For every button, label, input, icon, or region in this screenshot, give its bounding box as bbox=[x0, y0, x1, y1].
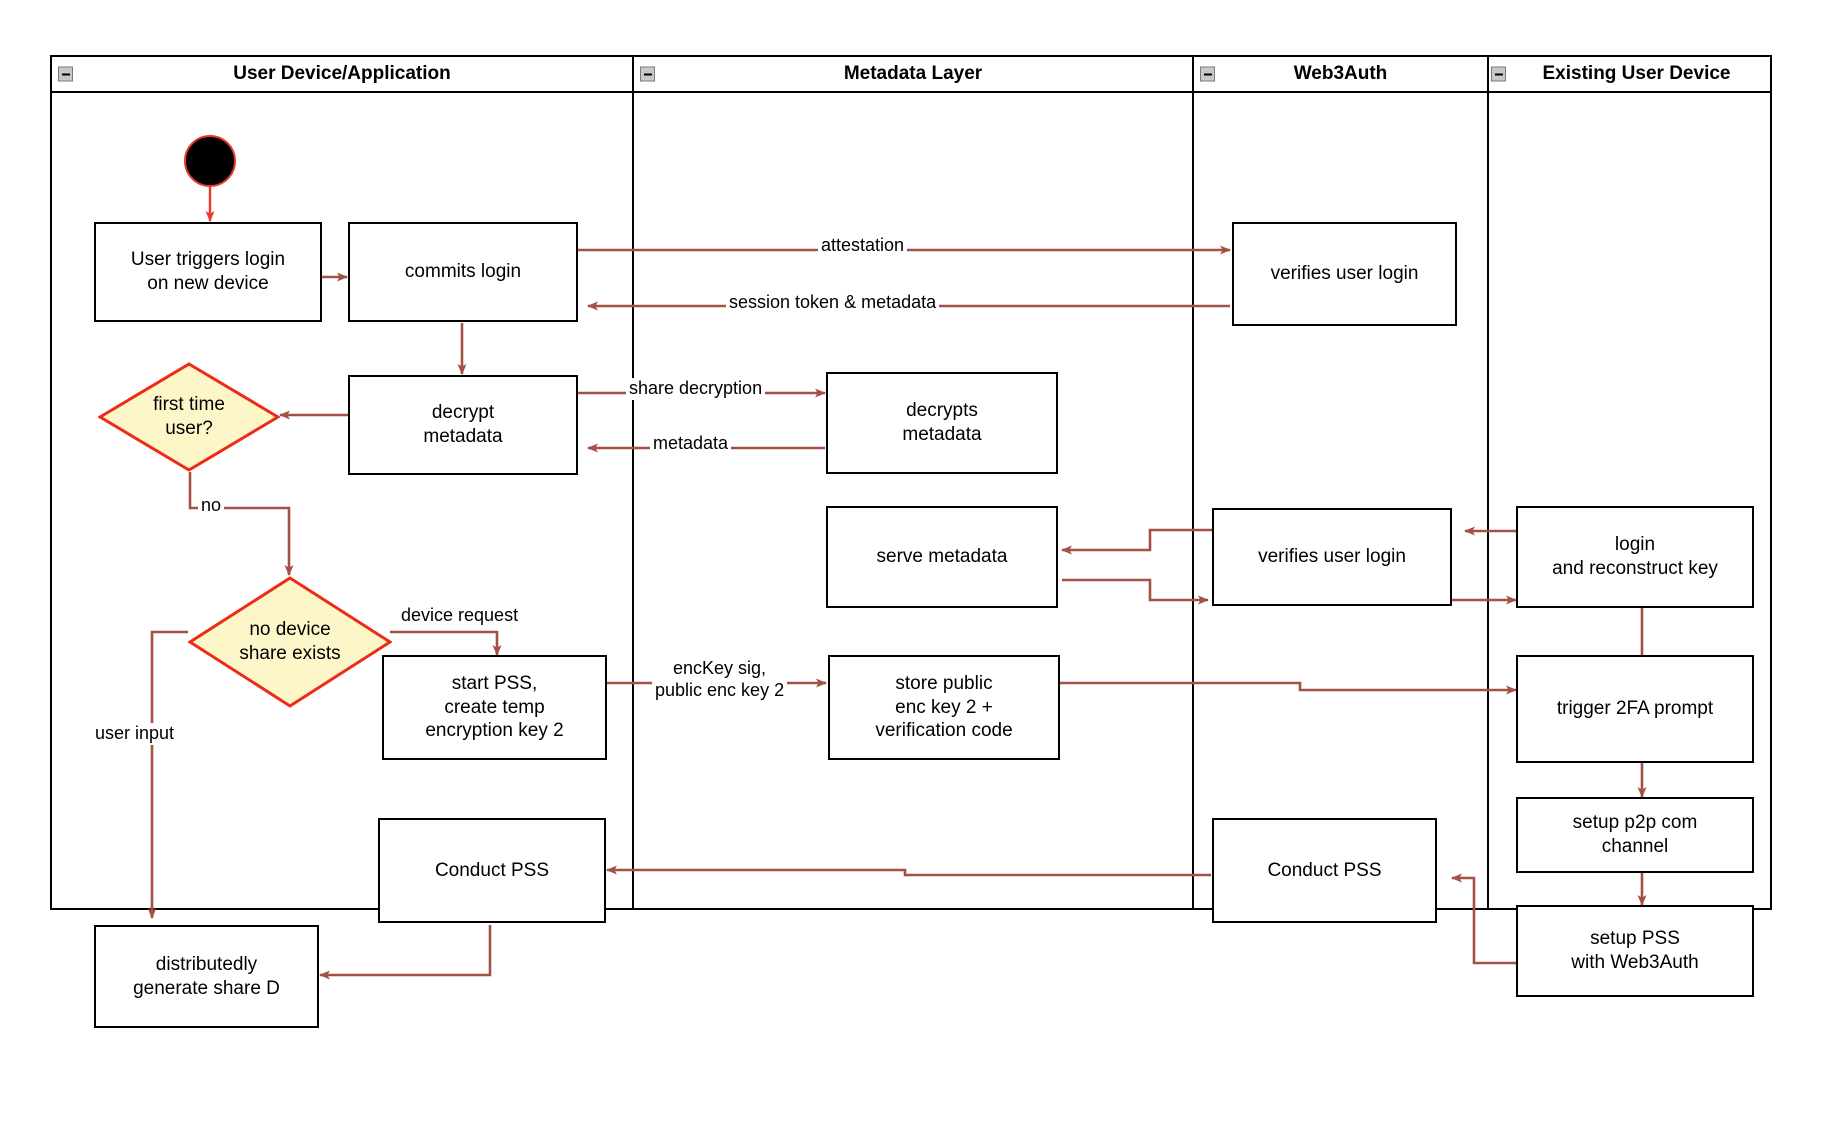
lane-header-web3auth[interactable]: Web3Auth bbox=[1192, 55, 1489, 93]
node-no-device-share-exists[interactable]: no device share exists bbox=[188, 576, 392, 708]
edge-label-user-input: user input bbox=[92, 723, 178, 745]
node-first-time-user[interactable]: first time user? bbox=[98, 362, 280, 472]
edge-label-device-request: device request bbox=[398, 605, 522, 627]
node-distributedly-generate-share-d[interactable]: distributedly generate share D bbox=[94, 925, 319, 1028]
diamond-shape bbox=[188, 576, 392, 708]
node-conduct-pss-web3auth[interactable]: Conduct PSS bbox=[1212, 818, 1437, 923]
minus-icon[interactable] bbox=[640, 66, 655, 82]
node-verifies-user-login-1[interactable]: verifies user login bbox=[1232, 222, 1457, 326]
lane-header-user-device[interactable]: User Device/Application bbox=[50, 55, 634, 93]
swimlane-frame bbox=[50, 55, 1772, 910]
lane-separator-2 bbox=[1192, 93, 1194, 910]
edge-label-no: no bbox=[198, 495, 225, 517]
node-conduct-pss-user[interactable]: Conduct PSS bbox=[378, 818, 606, 923]
node-trigger-2fa-prompt[interactable]: trigger 2FA prompt bbox=[1516, 655, 1754, 763]
node-start-pss[interactable]: start PSS, create temp encryption key 2 bbox=[382, 655, 607, 760]
node-decrypts-metadata[interactable]: decrypts metadata bbox=[826, 372, 1058, 474]
minus-icon[interactable] bbox=[58, 66, 73, 82]
lane-separator-1 bbox=[632, 93, 634, 910]
node-verifies-user-login-2[interactable]: verifies user login bbox=[1212, 508, 1452, 606]
lane-header-existing-device[interactable]: Existing User Device bbox=[1487, 55, 1772, 93]
lane-separator-3 bbox=[1487, 93, 1489, 910]
lane-title: Web3Auth bbox=[1293, 63, 1388, 84]
lane-title: User Device/Application bbox=[233, 63, 451, 84]
node-setup-p2p-channel[interactable]: setup p2p com channel bbox=[1516, 797, 1754, 873]
node-store-public-enc-key[interactable]: store public enc key 2 + verification co… bbox=[828, 655, 1060, 760]
edge-label-enckey-sig: encKey sig, public enc key 2 bbox=[652, 658, 788, 702]
start-node bbox=[184, 135, 236, 187]
minus-icon[interactable] bbox=[1200, 66, 1215, 82]
lane-title: Metadata Layer bbox=[843, 63, 983, 84]
node-decrypt-metadata[interactable]: decrypt metadata bbox=[348, 375, 578, 475]
diamond-shape bbox=[98, 362, 280, 472]
lane-header-metadata[interactable]: Metadata Layer bbox=[632, 55, 1194, 93]
node-serve-metadata[interactable]: serve metadata bbox=[826, 506, 1058, 608]
edge-label-share-decryption: share decryption bbox=[626, 378, 766, 400]
minus-icon[interactable] bbox=[1491, 66, 1506, 82]
node-login-reconstruct-key[interactable]: login and reconstruct key bbox=[1516, 506, 1754, 608]
node-commits-login[interactable]: commits login bbox=[348, 222, 578, 322]
node-setup-pss-with-web3auth[interactable]: setup PSS with Web3Auth bbox=[1516, 905, 1754, 997]
edge-label-metadata: metadata bbox=[650, 433, 732, 455]
node-user-triggers-login[interactable]: User triggers login on new device bbox=[94, 222, 322, 322]
edge-label-attestation: attestation bbox=[818, 235, 908, 257]
lane-title: Existing User Device bbox=[1542, 63, 1731, 84]
edge-label-session-token-metadata: session token & metadata bbox=[726, 292, 940, 314]
